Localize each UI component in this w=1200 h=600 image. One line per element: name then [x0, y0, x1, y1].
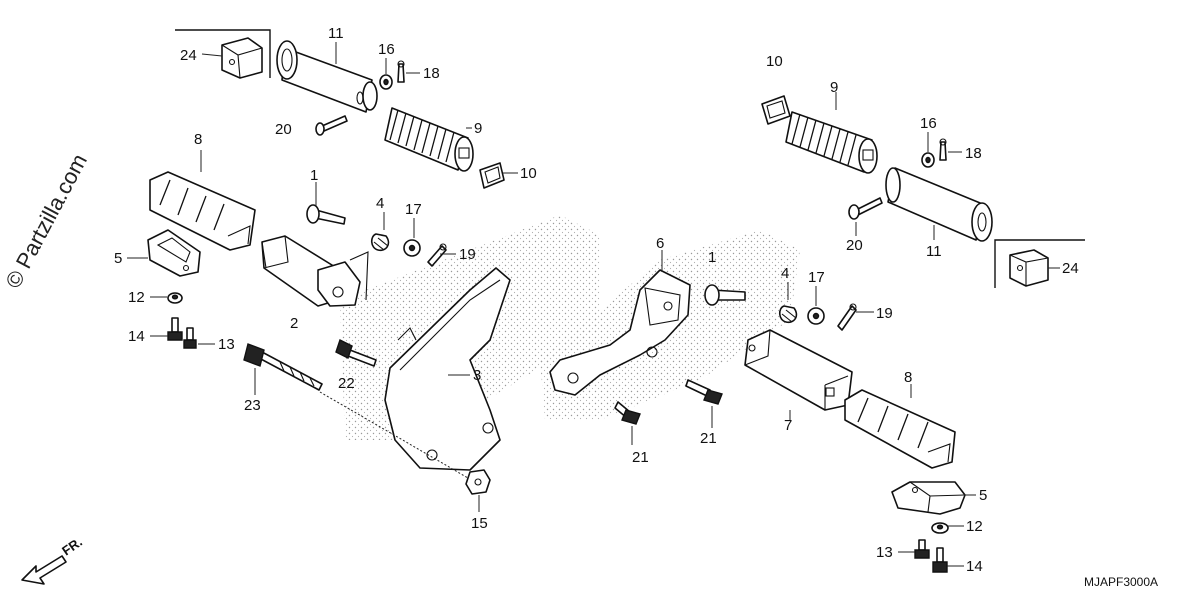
part-12-nut-right[interactable] [931, 522, 949, 534]
part-23-long-bolt[interactable] [243, 343, 323, 391]
part-21-bolt-upper[interactable] [685, 379, 723, 405]
callout-5-right: 5 [979, 487, 987, 504]
callout-13-left: 13 [218, 336, 235, 353]
part-14-bolt-left[interactable] [167, 317, 183, 341]
callout-24-left: 24 [180, 47, 197, 64]
front-direction-label: FR. [59, 534, 85, 558]
callout-8-left: 8 [194, 131, 202, 148]
watermark: © Partzilla.com [0, 150, 92, 293]
part-20-pin-right[interactable] [848, 197, 883, 220]
part-10-grommet-right[interactable] [761, 95, 791, 125]
part-22-bolt[interactable] [335, 339, 377, 367]
callout-2-left: 2 [290, 315, 298, 332]
part-7-footpeg-body-right[interactable] [744, 329, 853, 411]
part-17-washer-left[interactable] [403, 239, 421, 257]
part-16-washer-right[interactable] [921, 152, 935, 168]
callout-16-left: 16 [378, 41, 395, 58]
callout-19-right: 19 [876, 305, 893, 322]
part-13-bolt-left[interactable] [183, 327, 197, 349]
callout-20-right: 20 [846, 237, 863, 254]
part-1-pin-right[interactable] [704, 284, 746, 306]
part-14-bolt-right[interactable] [932, 547, 948, 573]
callout-11-left: 11 [328, 25, 344, 42]
part-18-cotter-pin-right[interactable] [939, 138, 947, 161]
part-20-pin-left[interactable] [315, 115, 348, 136]
part-11-footpeg-shaft-right[interactable] [885, 167, 993, 242]
part-24-rubber-cap-left[interactable] [175, 29, 271, 79]
callout-1-right: 1 [708, 249, 716, 266]
callout-5-left: 5 [114, 250, 122, 267]
part-2-footpeg-body-left[interactable] [261, 235, 369, 307]
callout-13-right: 13 [876, 544, 893, 561]
callout-18-right: 18 [965, 145, 982, 162]
callout-1-left: 1 [310, 167, 318, 184]
front-direction-arrow [21, 555, 67, 585]
part-4-spring-left[interactable] [370, 233, 390, 252]
part-5-bracket-right[interactable] [891, 481, 966, 515]
callout-12-left: 12 [128, 289, 145, 306]
part-3-step-bracket-left[interactable] [384, 267, 511, 471]
callout-19-left: 19 [459, 246, 476, 263]
callout-20-left: 20 [275, 121, 292, 138]
part-5-bracket-left[interactable] [147, 229, 201, 277]
part-19-cotter-pin-right[interactable] [837, 303, 857, 331]
callout-21-lower: 21 [632, 449, 649, 466]
callout-24-right: 24 [1062, 260, 1079, 277]
callout-17-left: 17 [405, 201, 422, 218]
part-16-washer-left[interactable] [379, 74, 393, 90]
part-9-peg-rubber-right[interactable] [785, 111, 878, 174]
callout-4-right: 4 [781, 265, 789, 282]
callout-18-left: 18 [423, 65, 440, 82]
part-17-washer-right[interactable] [807, 307, 825, 325]
callout-11-right: 11 [926, 243, 942, 260]
part-6-step-bracket-right[interactable] [549, 269, 691, 396]
callout-10-right: 10 [766, 53, 783, 70]
part-21-bolt-lower[interactable] [614, 401, 641, 425]
callout-8-right: 8 [904, 369, 912, 386]
part-4-spring-right[interactable] [778, 305, 798, 324]
callout-14-right: 14 [966, 558, 983, 575]
callout-14-left: 14 [128, 328, 145, 345]
callout-16-right: 16 [920, 115, 937, 132]
part-11-footpeg-shaft-left[interactable] [276, 40, 378, 113]
callout-4-left: 4 [376, 195, 384, 212]
callout-17-right: 17 [808, 269, 825, 286]
part-15-nut[interactable] [465, 469, 491, 495]
part-10-grommet-left[interactable] [479, 162, 505, 189]
part-24-rubber-cap-right[interactable] [994, 239, 1085, 288]
callout-3: 3 [473, 367, 481, 384]
part-18-cotter-pin-left[interactable] [397, 60, 405, 83]
diagram-code: MJAPF3000A [1084, 575, 1158, 589]
part-19-cotter-pin-left[interactable] [427, 243, 447, 267]
callout-6: 6 [656, 235, 664, 252]
callout-12-right: 12 [966, 518, 983, 535]
callout-15: 15 [471, 515, 488, 532]
callout-7: 7 [784, 417, 792, 434]
callout-9-left: 9 [474, 120, 482, 137]
callout-23: 23 [244, 397, 261, 414]
part-12-nut-left[interactable] [167, 292, 183, 304]
callout-10-left: 10 [520, 165, 537, 182]
callout-9-right: 9 [830, 79, 838, 96]
part-9-peg-rubber-left[interactable] [384, 107, 474, 172]
part-8-footpeg-rubber-right[interactable] [844, 389, 956, 469]
part-13-bolt-right[interactable] [914, 539, 930, 559]
part-1-pin-left[interactable] [306, 204, 346, 225]
callout-21-upper: 21 [700, 430, 717, 447]
part-8-footpeg-rubber-left[interactable] [149, 171, 256, 251]
callout-22: 22 [338, 375, 355, 392]
